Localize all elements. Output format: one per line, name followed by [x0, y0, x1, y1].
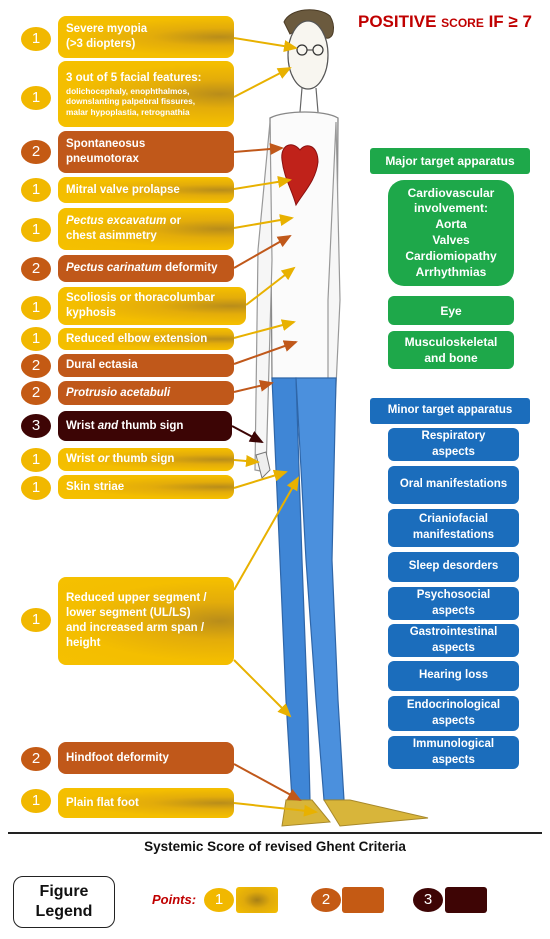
heart-drawing [281, 144, 319, 207]
minor-hearing: Hearing loss [388, 661, 519, 691]
criterion-wrist-and-thumb-sign: Wrist and thumb sign [58, 411, 232, 441]
points-badge: 2 [21, 140, 51, 164]
points-badge: 1 [21, 296, 51, 320]
points-badge: 1 [21, 789, 51, 813]
positive-score-title: POSITIVE score IF ≥ 7 [358, 12, 532, 31]
legend-title-box: Figure Legend [13, 876, 115, 928]
points-badge: 3 [21, 414, 51, 438]
legend-badge-3: 3 [413, 888, 443, 912]
points-badge: 1 [21, 27, 51, 51]
criterion-dural-ectasia: Dural ectasia [58, 354, 234, 377]
points-badge: 2 [21, 257, 51, 281]
right-leg [295, 377, 345, 801]
points-badge: 1 [21, 86, 51, 110]
points-badge: 2 [21, 381, 51, 405]
points-badge: 1 [21, 218, 51, 242]
criterion-ul-ls-arm-span: Reduced upper segment /lower segment (UL… [58, 577, 234, 665]
points-badge: 1 [21, 476, 51, 500]
points-badge: 1 [21, 327, 51, 351]
left-leg [271, 377, 311, 801]
figure-caption: Systemic Score of revised Ghent Criteria [144, 839, 406, 854]
hair [283, 9, 334, 39]
legend-swatch-2 [342, 887, 384, 913]
legend-swatch-3 [445, 887, 487, 913]
left-arm [254, 121, 273, 473]
points-badge: 2 [21, 354, 51, 378]
legend-badge-1: 1 [204, 888, 234, 912]
minor-sleep: Sleep desorders [388, 552, 519, 582]
right-arm [327, 121, 341, 431]
minor-target-header: Minor target apparatus [370, 398, 530, 424]
criterion-elbow-extension: Reduced elbow extension [58, 328, 234, 350]
criterion-protrusio-acetabuli: Protrusio acetabuli [58, 381, 234, 405]
legend-swatch-1 [236, 887, 278, 913]
criterion-mitral-valve-prolapse: Mitral valve prolapse [58, 177, 234, 203]
points-badge: 1 [21, 178, 51, 202]
criterion-plain-flat-foot: Plain flat foot [58, 788, 234, 818]
criterion-severe-myopia: Severe myopia(>3 diopters) [58, 16, 234, 58]
criterion-wrist-or-thumb-sign: Wrist or thumb sign [58, 448, 234, 471]
criterion-hindfoot-deformity: Hindfoot deformity [58, 742, 234, 774]
criterion-skin-striae: Skin striae [58, 475, 234, 499]
legend-points-label: Points: [152, 892, 197, 907]
minor-oral: Oral manifestations [388, 466, 519, 504]
head [287, 20, 329, 90]
points-badge: 1 [21, 448, 51, 472]
left-foot [281, 799, 331, 827]
torso [269, 111, 339, 381]
legend-badge-2: 2 [311, 888, 341, 912]
major-eye: Eye [388, 296, 514, 325]
caption-divider [8, 832, 542, 834]
criterion-pectus-carinatum: Pectus carinatum deformity [58, 255, 234, 282]
points-badge: 2 [21, 747, 51, 771]
right-foot [323, 799, 429, 827]
major-target-header: Major target apparatus [370, 148, 530, 174]
criterion-pectus-excavatum: Pectus excavatum or chest asimmetry [58, 208, 234, 250]
points-badge: 1 [21, 608, 51, 632]
criterion-facial-features: 3 out of 5 facial features: dolichocepha… [58, 61, 234, 127]
